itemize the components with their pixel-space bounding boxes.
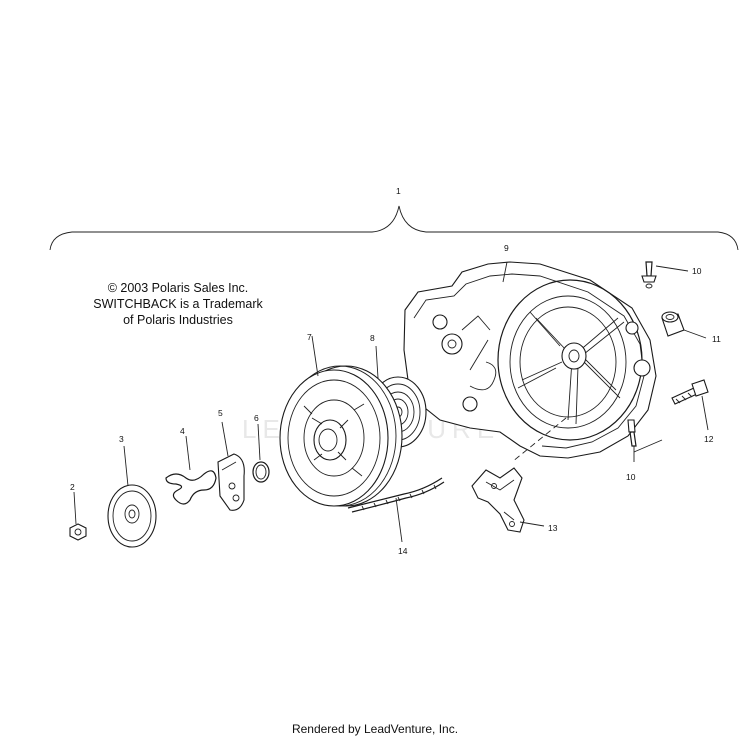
part-nut xyxy=(69,523,87,541)
copyright-line-2: SWITCHBACK is a Trademark xyxy=(93,297,263,311)
callout-6: 6 xyxy=(254,413,259,423)
callout-1: 1 xyxy=(396,186,401,196)
part-pawl-spring xyxy=(165,470,217,505)
part-snap-ring xyxy=(252,461,270,483)
callout-10-bottom: 10 xyxy=(626,472,636,482)
callout-13: 13 xyxy=(548,523,558,533)
callout-11: 11 xyxy=(712,334,721,344)
pulley-hub xyxy=(313,419,347,461)
callout-7: 7 xyxy=(307,332,312,342)
copyright-line-3: of Polaris Industries xyxy=(123,313,233,327)
callout-4: 4 xyxy=(180,426,185,436)
copyright-notice: © 2003 Polaris Sales Inc. SWITCHBACK is … xyxy=(88,280,268,328)
part-rope-pulley xyxy=(279,365,403,507)
part-rivet-bottom xyxy=(627,419,637,447)
footer-credit: Rendered by LeadVenture, Inc. xyxy=(291,722,459,736)
callout-2: 2 xyxy=(70,482,75,492)
housing-hub xyxy=(561,342,587,370)
callout-3: 3 xyxy=(119,434,124,444)
part-bushing xyxy=(661,311,685,337)
part-cam-plate xyxy=(107,484,157,548)
callout-10-top: 10 xyxy=(692,266,702,276)
part-starter-rope xyxy=(347,477,445,513)
part-rivet-top xyxy=(641,261,657,289)
part-starter-housing xyxy=(403,261,657,459)
part-pawl xyxy=(217,453,245,511)
part-mounting-bracket xyxy=(471,467,525,533)
assembly-bracket xyxy=(49,205,739,251)
callout-5: 5 xyxy=(218,408,223,418)
callout-14: 14 xyxy=(398,546,408,556)
callout-12: 12 xyxy=(704,434,714,444)
callout-9: 9 xyxy=(504,243,509,253)
part-bolt xyxy=(671,379,709,405)
copyright-line-1: © 2003 Polaris Sales Inc. xyxy=(107,281,249,295)
callout-8: 8 xyxy=(370,333,375,343)
